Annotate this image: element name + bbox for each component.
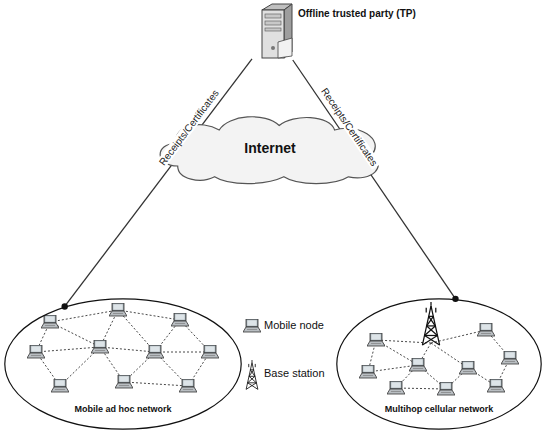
legend-entry: Base station (264, 367, 325, 380)
legend-text: Base station (264, 367, 325, 379)
cloud-label: Internet (244, 140, 295, 157)
network-label: Multihop cellular network (385, 404, 494, 415)
trusted-party-server: Offline trusted party (TP) (252, 2, 294, 60)
mobile-node-icons (359, 323, 519, 395)
adhoc-links (36, 310, 210, 386)
connector-line (65, 59, 252, 307)
server-icon (262, 4, 292, 58)
network-label: Mobile ad hoc network (74, 404, 171, 415)
cellular-links (368, 330, 510, 389)
mobile-node-icons (27, 303, 219, 392)
legend-laptop-sample (243, 319, 261, 332)
network-region: Mobile ad hoc network (4, 298, 242, 430)
base-station-icon (422, 302, 439, 345)
legend-text: Mobile node (264, 319, 324, 331)
legend-entry: Mobile node (264, 319, 324, 332)
node-heading: Offline trusted party (TP) (298, 8, 416, 20)
network-region: Multihop cellular network (336, 298, 542, 430)
legend-tower-sample (246, 360, 258, 389)
